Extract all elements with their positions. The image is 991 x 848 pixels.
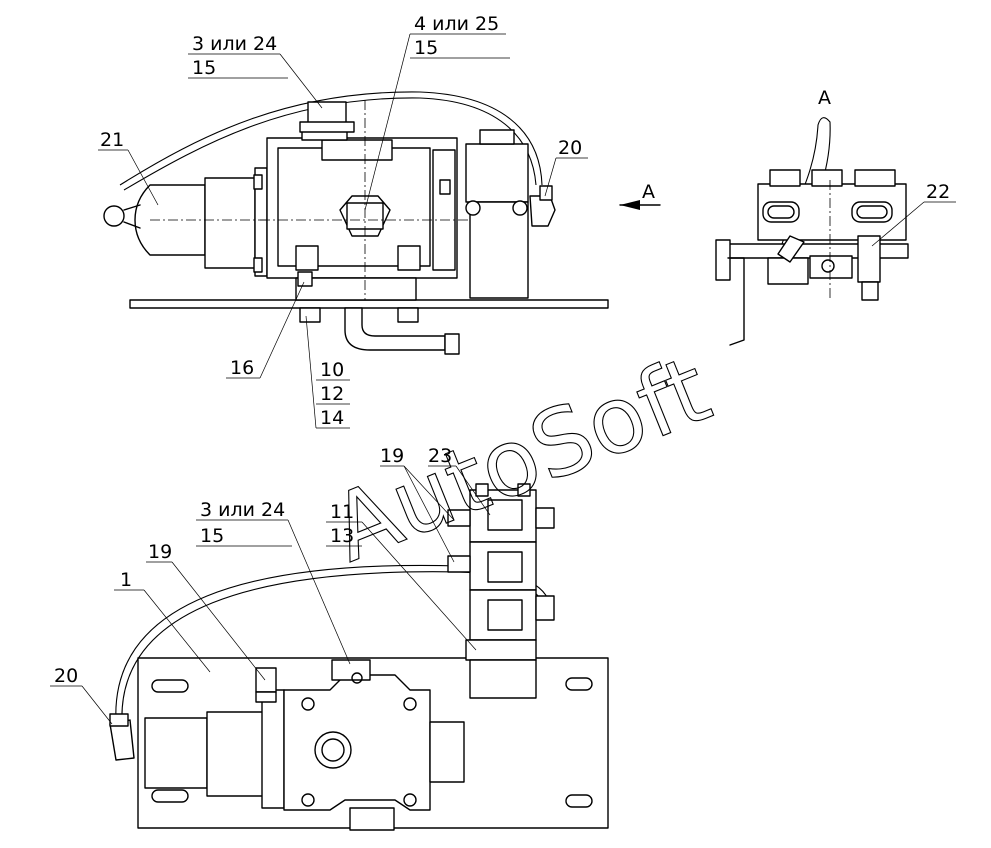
label-top-center-sub: 15 (414, 37, 438, 59)
label-view-title: A (818, 87, 831, 109)
bottom-assembly-view (109, 483, 609, 831)
label-16: 16 (230, 357, 254, 379)
top-hose (119, 91, 543, 186)
label-22: 22 (926, 181, 950, 203)
label-top-left-sub: 15 (192, 57, 216, 79)
label-10: 10 (320, 359, 344, 381)
label-20-top: 20 (558, 137, 582, 159)
label-14: 14 (320, 407, 344, 429)
label-top-center-part: 4 или 25 (414, 13, 499, 35)
label-19-left: 19 (148, 541, 172, 563)
outlet-pipe (344, 307, 446, 351)
label-13: 13 (330, 525, 354, 547)
valve-block-top (465, 129, 556, 299)
view-a-assembly (715, 117, 909, 346)
top-mounting-plate (129, 299, 609, 309)
label-20-bottom: 20 (54, 665, 78, 687)
view-arrow-a (619, 200, 661, 210)
label-19-mid: 19 (380, 445, 404, 467)
leader-lines (50, 33, 956, 725)
label-view-arrow: A (642, 181, 655, 203)
callout-labels: 3 или 24 15 4 или 25 15 21 20 16 10 12 1… (54, 13, 950, 687)
label-23: 23 (428, 445, 452, 467)
label-bottom-part: 3 или 24 (200, 499, 285, 521)
top-assembly-view (103, 91, 609, 355)
label-top-left-part: 3 или 24 (192, 33, 277, 55)
bottom-fitting (331, 659, 371, 681)
label-11: 11 (330, 501, 354, 523)
label-12: 12 (320, 383, 344, 405)
label-1: 1 (120, 569, 132, 591)
motor-21 (103, 167, 290, 277)
top-hose-inner (123, 97, 537, 191)
label-21: 21 (100, 129, 124, 151)
label-bottom-sub: 15 (200, 525, 224, 547)
pump-body-top (260, 100, 470, 323)
